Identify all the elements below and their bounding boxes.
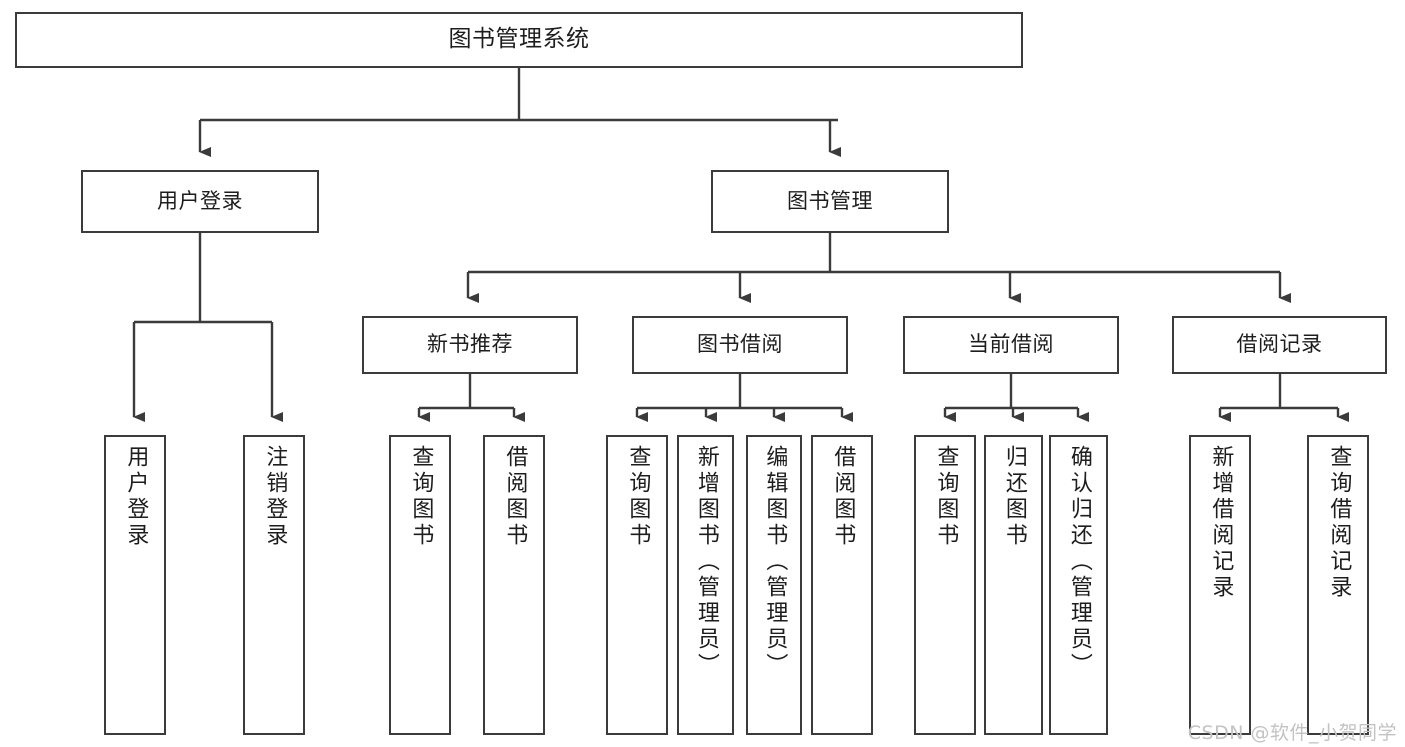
- node-leaf-4[interactable]: 查询图书: [606, 435, 668, 735]
- node-label: 查询借阅记录: [1326, 445, 1352, 601]
- node-leaf-5[interactable]: 新增图书（管理员）: [677, 435, 734, 735]
- node-label: 用户登录: [157, 188, 243, 213]
- node-label: 图书借阅: [697, 332, 783, 357]
- node-label: 新增图书（管理员）: [693, 445, 719, 679]
- node-leaf-12[interactable]: 查询借阅记录: [1307, 435, 1369, 735]
- node-label: 用户登录: [123, 445, 149, 549]
- node-level2-0[interactable]: 用户登录: [81, 170, 319, 233]
- node-label: 借阅记录: [1236, 332, 1323, 357]
- node-label: 归还图书: [1001, 445, 1027, 549]
- node-leaf-11[interactable]: 新增借阅记录: [1189, 435, 1251, 735]
- node-level2-1[interactable]: 图书管理: [711, 170, 949, 233]
- node-level3-0[interactable]: 新书推荐: [362, 316, 578, 374]
- node-level3-3[interactable]: 借阅记录: [1172, 316, 1387, 374]
- node-label: 借阅图书: [502, 445, 528, 549]
- node-label: 编辑图书（管理员）: [762, 445, 788, 679]
- node-label: 图书管理系统: [448, 26, 590, 53]
- node-label: 注销登录: [262, 445, 288, 549]
- node-label: 图书管理: [787, 188, 873, 213]
- node-label: 查询图书: [933, 445, 959, 549]
- node-label: 借阅图书: [830, 445, 856, 549]
- node-leaf-6[interactable]: 编辑图书（管理员）: [746, 435, 802, 735]
- node-leaf-1[interactable]: 注销登录: [243, 435, 305, 735]
- watermark: CSDN @软件_小贺同学: [1187, 722, 1397, 744]
- node-leaf-10[interactable]: 确认归还（管理员）: [1049, 435, 1108, 735]
- node-label: 当前借阅: [968, 332, 1054, 357]
- node-leaf-8[interactable]: 查询图书: [914, 435, 976, 735]
- node-label: 新增借阅记录: [1208, 445, 1234, 601]
- node-label: 查询图书: [625, 445, 651, 549]
- node-level3-1[interactable]: 图书借阅: [632, 316, 848, 374]
- node-leaf-2[interactable]: 查询图书: [389, 435, 451, 735]
- node-root[interactable]: 图书管理系统: [15, 12, 1023, 68]
- node-label: 查询图书: [408, 445, 434, 549]
- node-leaf-0[interactable]: 用户登录: [104, 435, 166, 735]
- node-label: 确认归还（管理员）: [1066, 445, 1092, 679]
- node-leaf-3[interactable]: 借阅图书: [483, 435, 545, 735]
- node-leaf-7[interactable]: 借阅图书: [811, 435, 873, 735]
- node-leaf-9[interactable]: 归还图书: [984, 435, 1043, 735]
- node-label: 新书推荐: [427, 332, 513, 357]
- node-level3-2[interactable]: 当前借阅: [903, 316, 1119, 374]
